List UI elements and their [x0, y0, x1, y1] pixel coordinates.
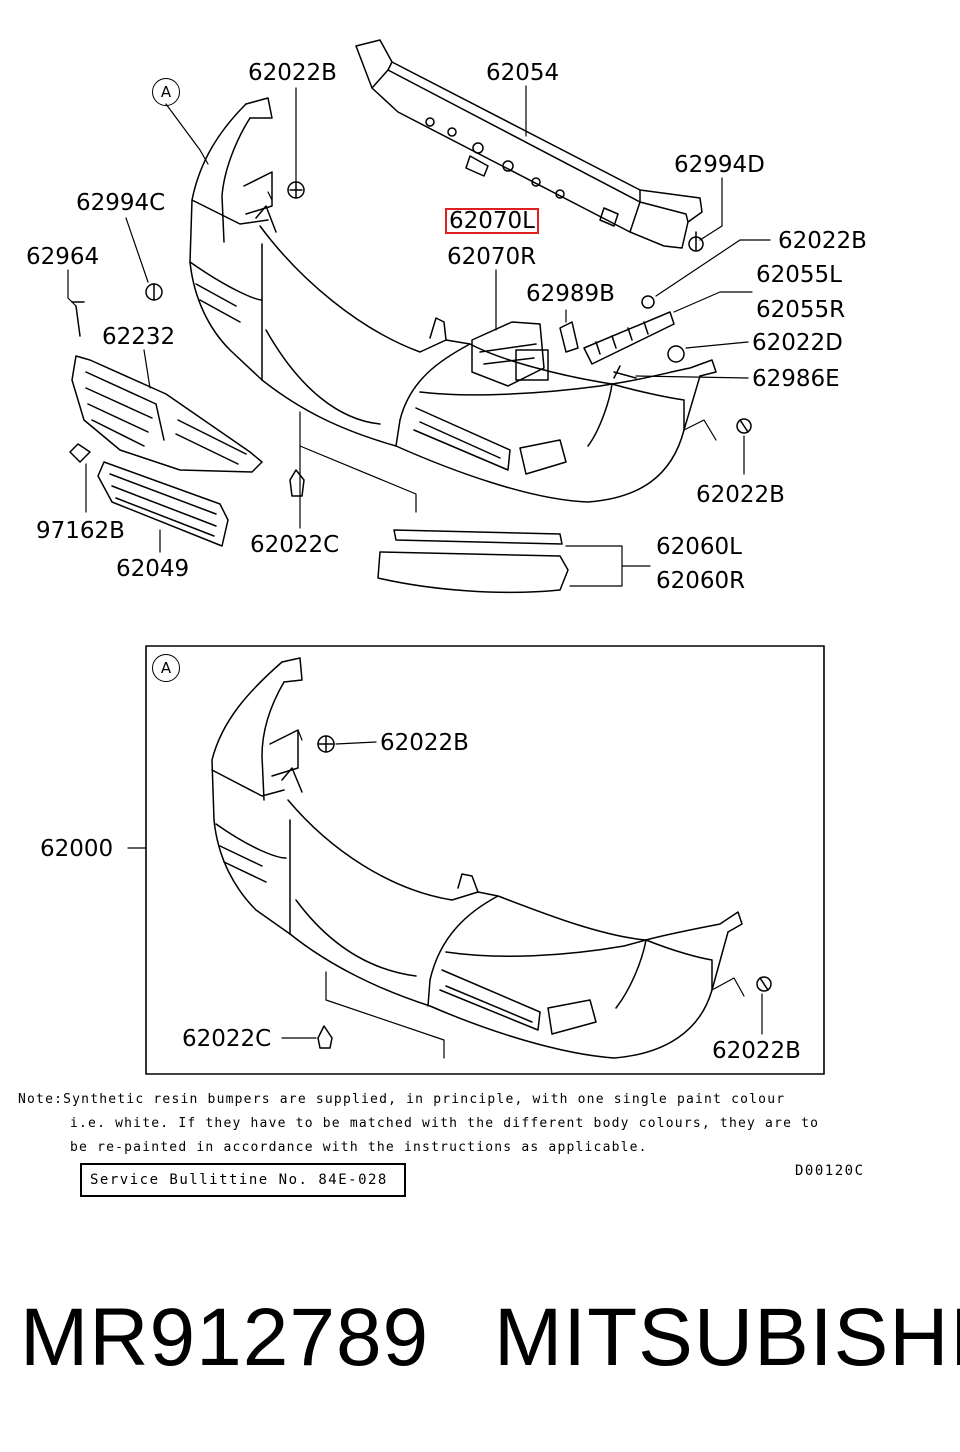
label-97162B: 97162B — [36, 518, 125, 544]
label-62964: 62964 — [26, 244, 100, 270]
label-62022D: 62022D — [752, 330, 843, 356]
label-62060R: 62060R — [656, 568, 746, 594]
note-line-2: i.e. white. If they have to be matched w… — [70, 1116, 820, 1131]
clip-62989B — [559, 321, 579, 353]
footer-brand: MITSUBISHI — [494, 1292, 960, 1383]
label-62049: 62049 — [116, 556, 190, 582]
bracket-62055 — [583, 311, 675, 365]
callout-a-inset: A — [152, 654, 180, 682]
bracket-62070 — [471, 321, 549, 387]
parts-diagram — [67, 39, 825, 1075]
note-line-1: Note:Synthetic resin bumpers are supplie… — [18, 1092, 786, 1107]
inset-label-62000: 62000 — [40, 836, 114, 862]
inset-frame — [145, 645, 825, 1075]
label-62022B-top: 62022B — [248, 60, 337, 86]
label-62989B: 62989B — [526, 281, 615, 307]
service-bulletin-box: Service Bullittine No. 84E-028 — [80, 1163, 406, 1197]
label-62060L: 62060L — [656, 534, 742, 560]
inset-leader-lines — [127, 729, 763, 1059]
callout-a-top: A — [152, 78, 180, 106]
label-62070L-highlighted[interactable]: 62070L — [445, 208, 539, 234]
label-62994D: 62994D — [674, 152, 765, 178]
label-62232: 62232 — [102, 324, 176, 350]
fasteners — [71, 181, 752, 497]
bumper-inset — [211, 657, 743, 1059]
lower-grille-62049 — [97, 461, 229, 547]
bumper-upper — [189, 97, 717, 503]
footer-part-number: MR912789 — [20, 1292, 430, 1383]
leader-lines — [67, 85, 771, 587]
inset-label-62022B-top: 62022B — [380, 730, 469, 756]
inset-label-62022C: 62022C — [182, 1026, 272, 1052]
label-62022C: 62022C — [250, 532, 340, 558]
diagram-code: D00120C — [795, 1163, 865, 1179]
label-62054: 62054 — [486, 60, 560, 86]
label-62022B-right2: 62022B — [696, 482, 785, 508]
label-62055R: 62055R — [756, 297, 846, 323]
label-62055L: 62055L — [756, 262, 842, 288]
label-62986E: 62986E — [752, 366, 840, 392]
inset-fasteners — [317, 735, 772, 1049]
inset-label-62022B-bottom: 62022B — [712, 1038, 801, 1064]
label-62994C: 62994C — [76, 190, 166, 216]
reinforcement-62054 — [355, 39, 703, 249]
label-62070R: 62070R — [447, 244, 537, 270]
grille-62232 — [69, 355, 263, 473]
moulding-62060 — [377, 529, 569, 594]
label-62022B-right1: 62022B — [778, 228, 867, 254]
note-line-3: be re-painted in accordance with the ins… — [70, 1140, 648, 1155]
